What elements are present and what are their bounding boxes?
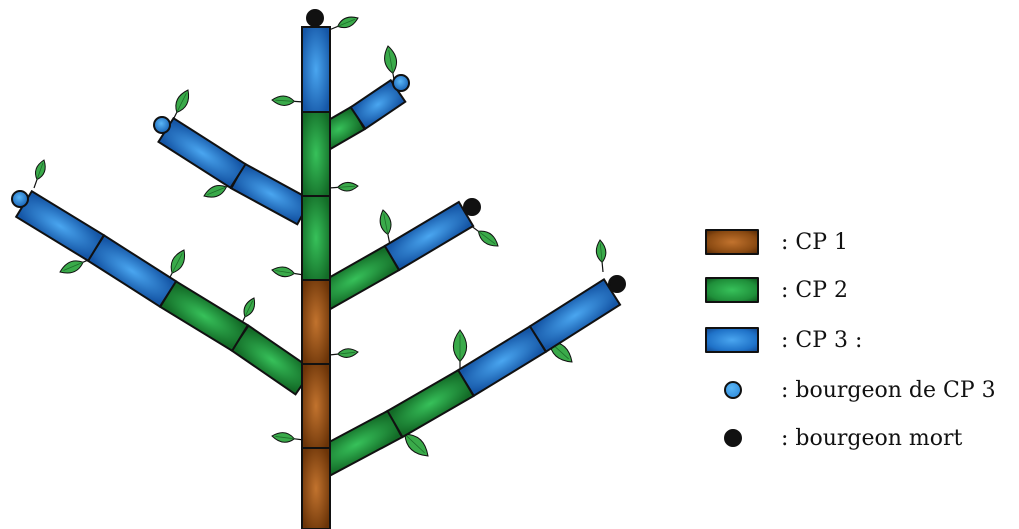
segment-lr-cp3-2 bbox=[530, 279, 620, 351]
cp2-swatch bbox=[705, 277, 759, 303]
bud-cp3-icon bbox=[724, 381, 742, 399]
segment-trunk-cp2-2 bbox=[302, 196, 330, 280]
leaf-mr-2 bbox=[470, 225, 501, 250]
segment-ll-cp2-1 bbox=[232, 326, 313, 395]
legend-item-bud-dead: : bourgeon mort bbox=[705, 418, 962, 458]
segment-trunk-cp2-1 bbox=[302, 112, 330, 196]
leaf-lr-4 bbox=[595, 240, 607, 272]
leaf-trunk-2 bbox=[329, 182, 358, 192]
leaf-ll-4 bbox=[241, 296, 258, 325]
segment-trunk-cp1-2 bbox=[302, 364, 330, 448]
segment-lr-cp3-1 bbox=[458, 326, 546, 396]
legend-label-cp2: : CP 2 bbox=[781, 278, 848, 303]
leaf-trunk-top bbox=[329, 14, 360, 31]
segment-trunk-cp1-3 bbox=[302, 448, 330, 529]
legend-label-cp3: : CP 3 : bbox=[781, 328, 862, 353]
segment-ul-cp3-2 bbox=[158, 118, 245, 188]
legend-label-bud-cp3: : bourgeon de CP 3 bbox=[781, 378, 996, 403]
legend-item-bud-cp3: : bourgeon de CP 3 bbox=[705, 370, 996, 410]
bud-dead-middle-right bbox=[464, 199, 480, 215]
leaf-mr-1 bbox=[378, 209, 393, 245]
segment-ll-cp3-2 bbox=[16, 191, 104, 261]
bud-cp3-left bbox=[12, 191, 28, 207]
segment-mr-cp3 bbox=[385, 202, 473, 270]
segment-lr-cp2-2 bbox=[387, 370, 473, 437]
legend: : CP 1 : CP 2 : CP 3 : : bourgeon de CP … bbox=[705, 222, 1019, 462]
segments bbox=[16, 27, 620, 529]
leaf-trunk-1 bbox=[272, 95, 304, 106]
segment-ll-cp2-2 bbox=[160, 281, 248, 351]
bud-dead-icon bbox=[724, 429, 742, 447]
legend-label-cp1: : CP 1 bbox=[781, 230, 848, 255]
leaf-ul-1 bbox=[172, 88, 193, 122]
bud-cp3-upper-right bbox=[393, 75, 409, 91]
bud-cp3-upper-left bbox=[154, 117, 170, 133]
legend-item-cp1: : CP 1 bbox=[705, 222, 848, 262]
legend-item-cp3: : CP 3 : bbox=[705, 320, 862, 360]
legend-label-bud-dead: : bourgeon mort bbox=[781, 426, 962, 451]
leaf-trunk-4 bbox=[329, 348, 358, 359]
cp3-swatch bbox=[705, 327, 759, 353]
leaf-trunk-3 bbox=[271, 265, 304, 278]
bud-dead-trunk-top bbox=[307, 10, 323, 26]
bud-dead-lower-right bbox=[609, 276, 625, 292]
segment-ul-cp3-1 bbox=[231, 164, 310, 225]
segment-trunk-cp1-1 bbox=[302, 280, 330, 364]
legend-item-cp2: : CP 2 bbox=[705, 270, 848, 310]
segment-trunk-cp3 bbox=[302, 27, 330, 112]
segment-ll-cp3-1 bbox=[88, 235, 176, 306]
leaf-trunk-5 bbox=[271, 431, 304, 443]
leaf-ll-1 bbox=[33, 159, 48, 188]
cp1-swatch bbox=[705, 229, 759, 255]
